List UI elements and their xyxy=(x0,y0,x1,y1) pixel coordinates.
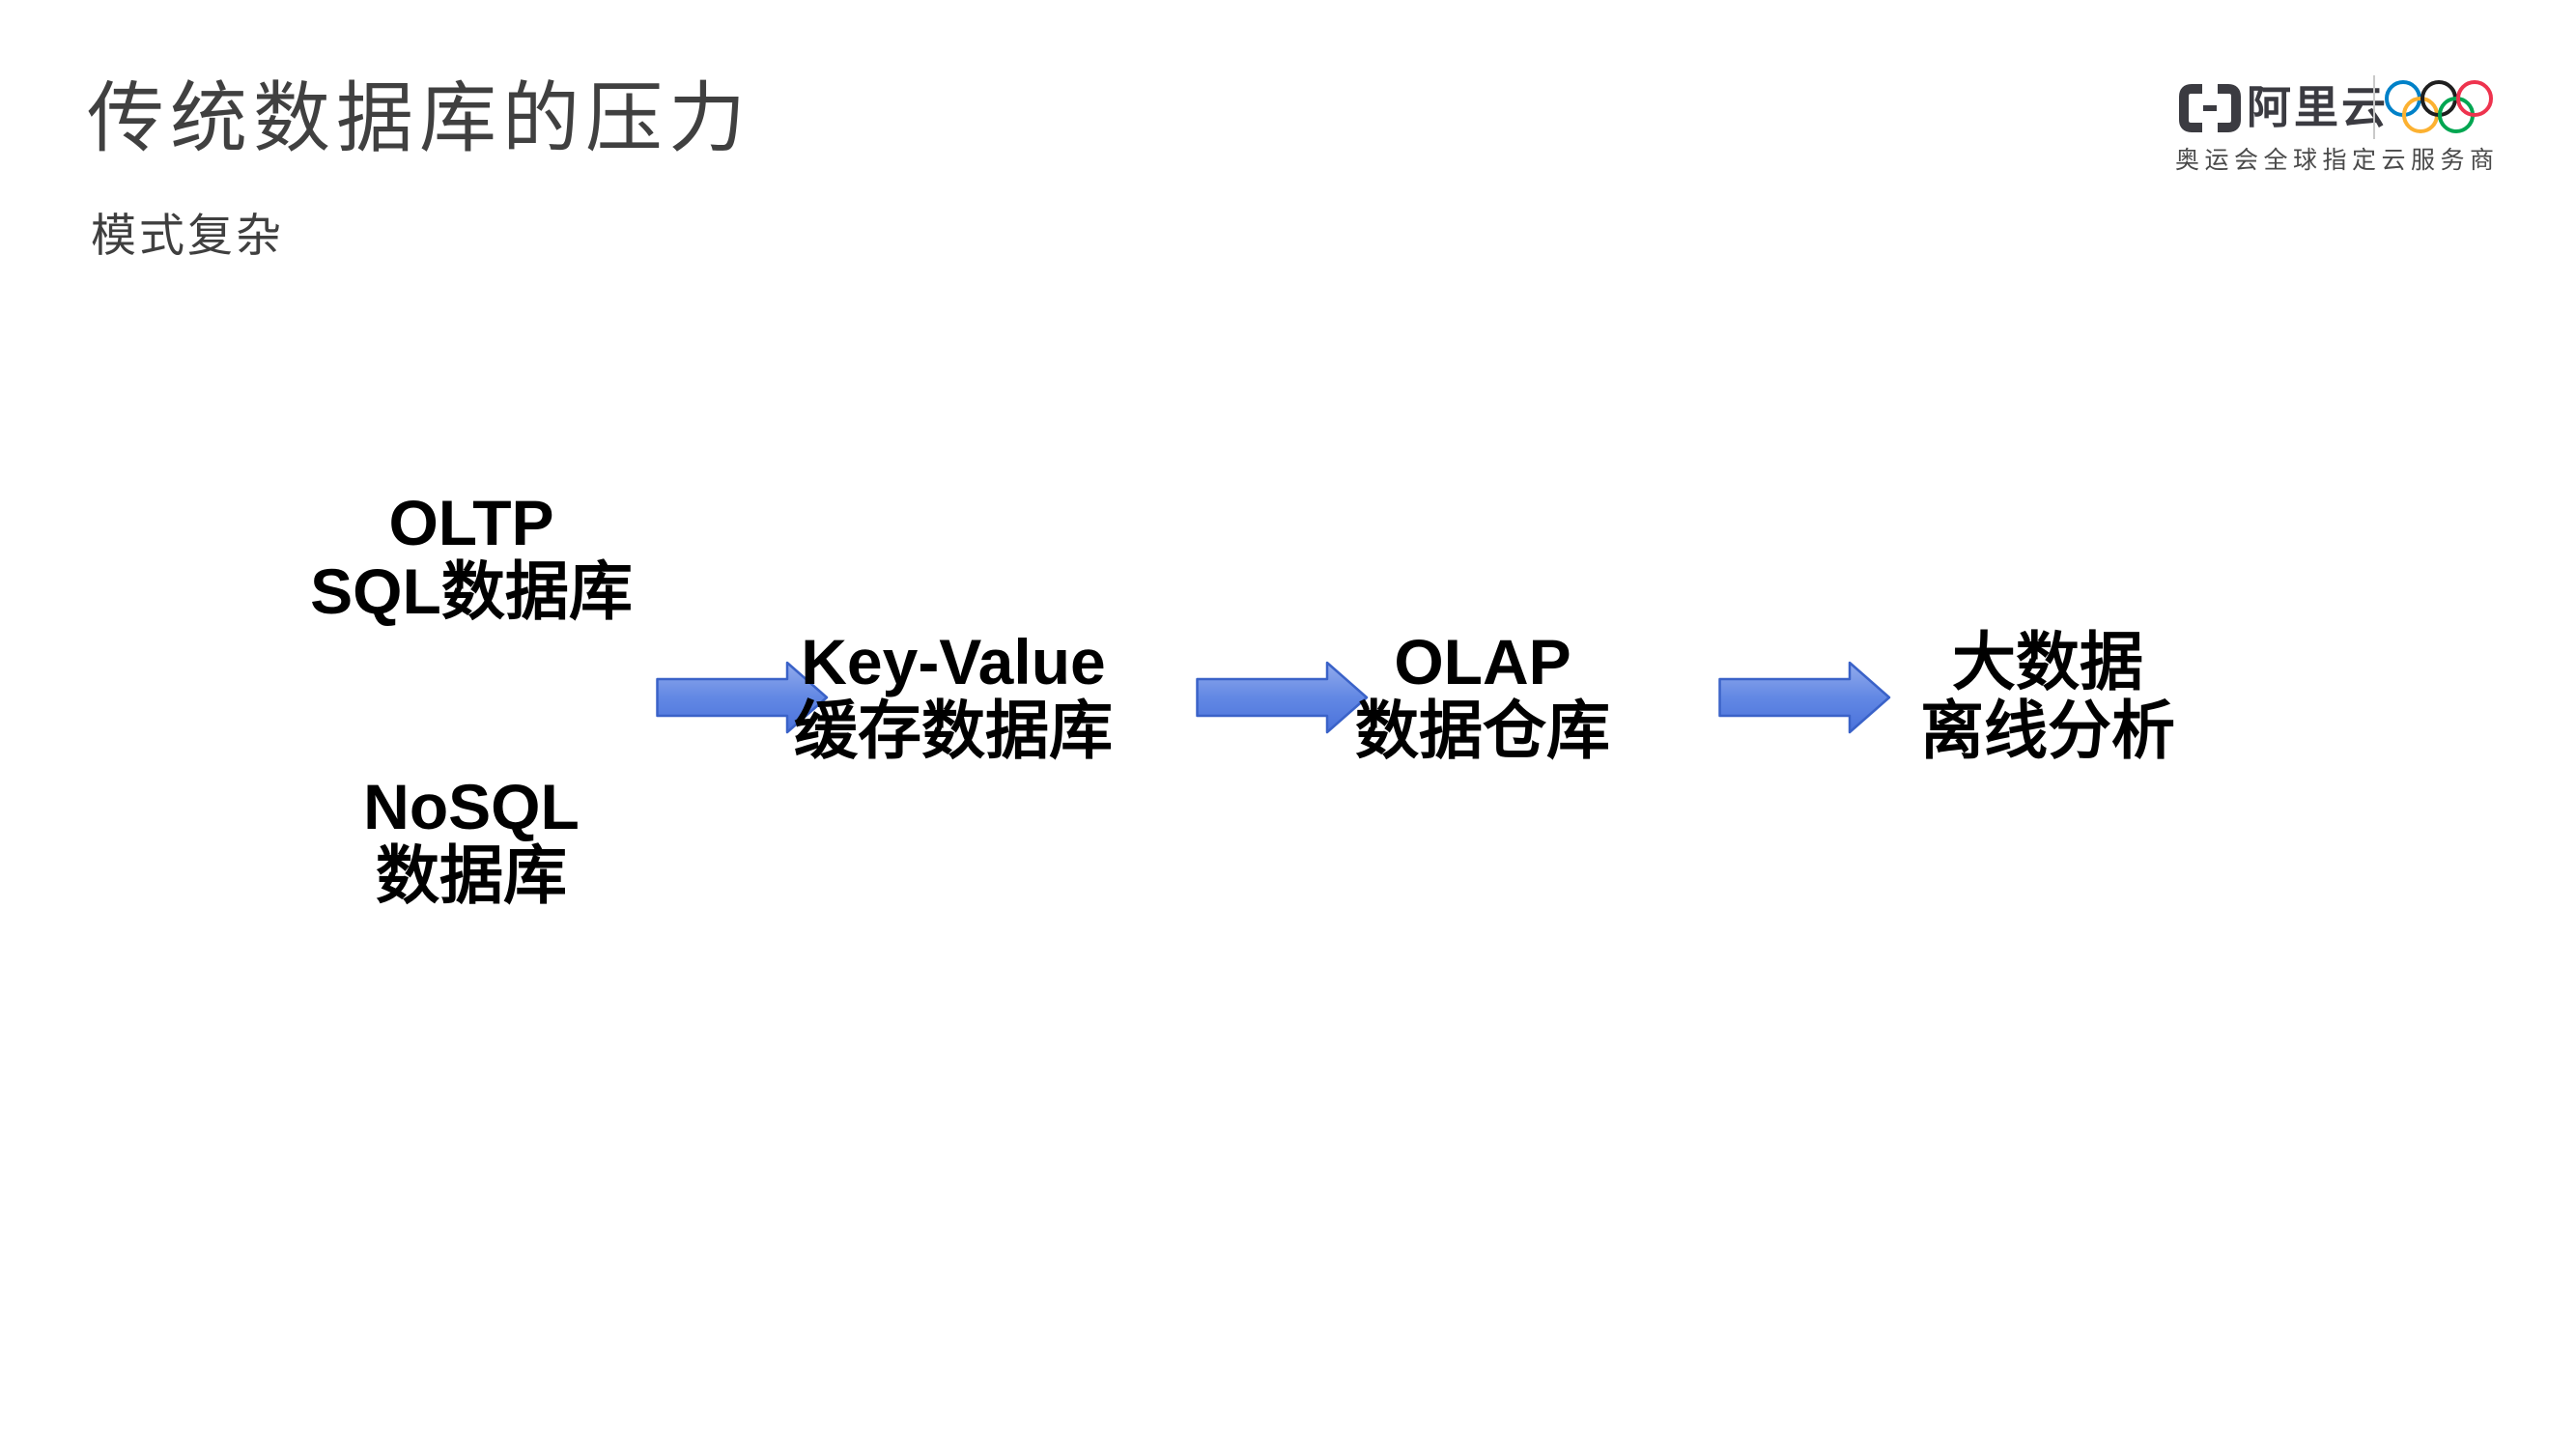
right-arrow-icon xyxy=(1718,661,1891,734)
node-line: NoSQL xyxy=(363,771,580,842)
olympic-rings-icon xyxy=(2385,80,2493,133)
node-line: 数据仓库 xyxy=(1355,695,1610,766)
alibaba-cloud-brackets-icon xyxy=(2179,84,2241,132)
node-line: 数据库 xyxy=(376,839,567,911)
page-title: 传统数据库的压力 xyxy=(87,77,751,162)
right-arrow-icon xyxy=(1196,661,1369,734)
brand-name: 阿里云 xyxy=(2247,82,2389,132)
node-keyvalue: Key-Value 缓存数据库 xyxy=(702,628,1204,765)
node-line: Key-Value xyxy=(801,626,1106,697)
page-subtitle: 模式复杂 xyxy=(91,212,284,262)
alibaba-cloud-logo: 阿里云 奥运会全球指定云服务商 xyxy=(2173,68,2540,184)
node-line: 缓存数据库 xyxy=(794,695,1113,766)
logo-tagline: 奥运会全球指定云服务商 xyxy=(2175,147,2500,174)
node-line: SQL数据库 xyxy=(310,555,633,627)
node-line: 大数据 xyxy=(1952,626,2143,697)
node-nosql: NoSQL 数据库 xyxy=(220,773,722,910)
right-arrow-icon xyxy=(656,661,829,734)
node-bigdata: 大数据 离线分析 xyxy=(1797,628,2299,765)
node-line: OLTP xyxy=(388,487,554,558)
node-line: OLAP xyxy=(1394,626,1571,697)
logo-divider xyxy=(2373,75,2375,139)
node-olap: OLAP 数据仓库 xyxy=(1231,628,1734,765)
node-oltp: OLTP SQL数据库 xyxy=(220,489,722,626)
node-line: 离线分析 xyxy=(1920,695,2175,766)
